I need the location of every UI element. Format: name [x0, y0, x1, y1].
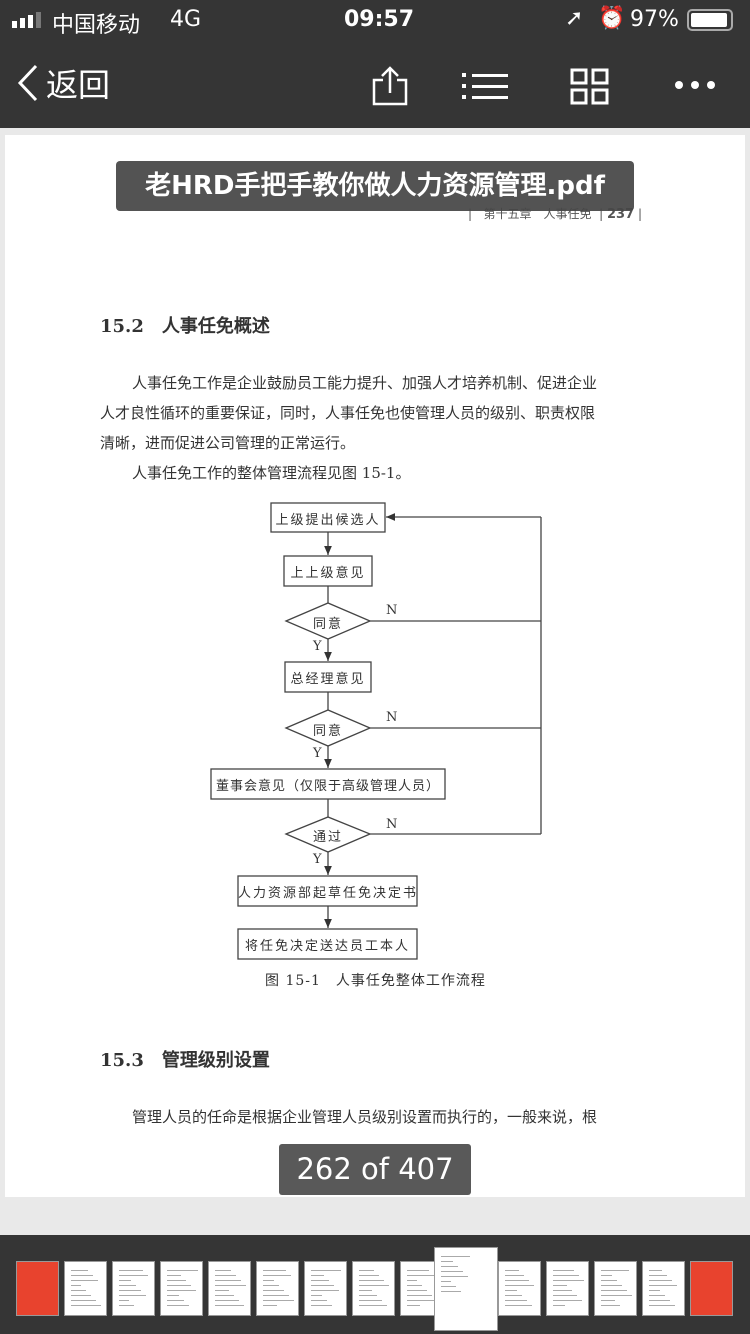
alarm-icon: ⏰ — [598, 6, 626, 31]
page-thumbnail[interactable] — [16, 1261, 59, 1316]
page-thumbnail[interactable] — [256, 1261, 299, 1316]
flow-decision: 同意 — [312, 617, 343, 632]
back-button[interactable]: 返回 — [14, 60, 110, 106]
list-icon[interactable] — [462, 70, 510, 102]
paragraph: 人事任免工作是企业鼓励员工能力提升、加强人才培养机制、促进企业 人才良性循环的重… — [100, 368, 660, 488]
page-thumbnail[interactable] — [434, 1247, 498, 1331]
yes-label: Y — [313, 639, 324, 654]
section-heading: 15.3 管理级别设置 — [100, 1050, 270, 1071]
page-thumbnail[interactable] — [546, 1261, 589, 1316]
paragraph-line: 人事任免工作的整体管理流程见图 15-1。 — [132, 464, 411, 482]
flow-step: 董事会意见（仅限于高级管理人员） — [215, 779, 440, 794]
network-type: 4G — [170, 7, 202, 32]
page-thumbnail[interactable] — [112, 1261, 155, 1316]
no-label: N — [386, 817, 400, 832]
page-thumbnail[interactable] — [594, 1261, 637, 1316]
flow-step: 人力资源部起草任免决定书 — [238, 886, 419, 901]
grid-icon[interactable] — [570, 68, 610, 106]
page-indicator: 262 of 407 — [279, 1144, 471, 1195]
back-label: 返回 — [46, 66, 111, 104]
flow-decision: 通过 — [312, 830, 343, 845]
page-thumbnail[interactable] — [498, 1261, 541, 1316]
carrier: 中国移动 — [52, 13, 141, 38]
clock: 09:57 — [344, 7, 415, 32]
paragraph: 管理人员的任命是根据企业管理人员级别设置而执行的，一般来说，根 — [132, 1108, 598, 1126]
flow-decision: 同意 — [312, 724, 343, 739]
no-label: N — [386, 710, 400, 725]
pdf-page[interactable] — [5, 135, 745, 1197]
share-icon[interactable] — [370, 66, 410, 106]
flow-step: 上上级意见 — [290, 566, 366, 581]
thumbnail-strip[interactable] — [0, 1235, 750, 1334]
flow-step: 将任免决定送达员工本人 — [244, 939, 410, 954]
paragraph-line: 人事任免工作是企业鼓励员工能力提升、加强人才培养机制、促进企业 — [132, 374, 598, 392]
battery-percent: 97% — [630, 7, 679, 32]
page-thumbnail[interactable] — [160, 1261, 203, 1316]
page-thumbnail[interactable] — [64, 1261, 107, 1316]
flow-step: 总经理意见 — [290, 672, 366, 687]
location-icon: ➚ — [565, 6, 584, 31]
page-thumbnail[interactable] — [352, 1261, 395, 1316]
nav-bar: 返回 — [0, 40, 750, 128]
page-thumbnail[interactable] — [304, 1261, 347, 1316]
no-label: N — [386, 603, 400, 618]
paragraph-line: 人才良性循环的重要保证，同时，人事任免也使管理人员的级别、职责权限 — [100, 404, 596, 422]
document-title-overlay: 老HRD手把手教你做人力资源管理.pdf — [116, 161, 634, 211]
page-thumbnail[interactable] — [208, 1261, 251, 1316]
battery-icon — [687, 9, 733, 31]
status-bar: 中国移动 4G 09:57 ➚ ⏰ 97% — [0, 0, 750, 40]
figure-caption: 图 15-1 人事任免整体工作流程 — [265, 973, 486, 989]
yes-label: Y — [313, 852, 324, 867]
paragraph-line: 清晰，进而促进公司管理的正常运行。 — [100, 434, 356, 452]
page-thumbnail[interactable] — [690, 1261, 733, 1316]
section-heading: 15.2 人事任免概述 — [100, 316, 270, 337]
page-thumbnail[interactable] — [642, 1261, 685, 1316]
flow-step: 上级提出候选人 — [275, 513, 381, 528]
chevron-left-icon — [17, 64, 38, 102]
yes-label: Y — [313, 746, 324, 761]
more-icon[interactable] — [674, 80, 716, 90]
signal-icon — [12, 12, 41, 28]
